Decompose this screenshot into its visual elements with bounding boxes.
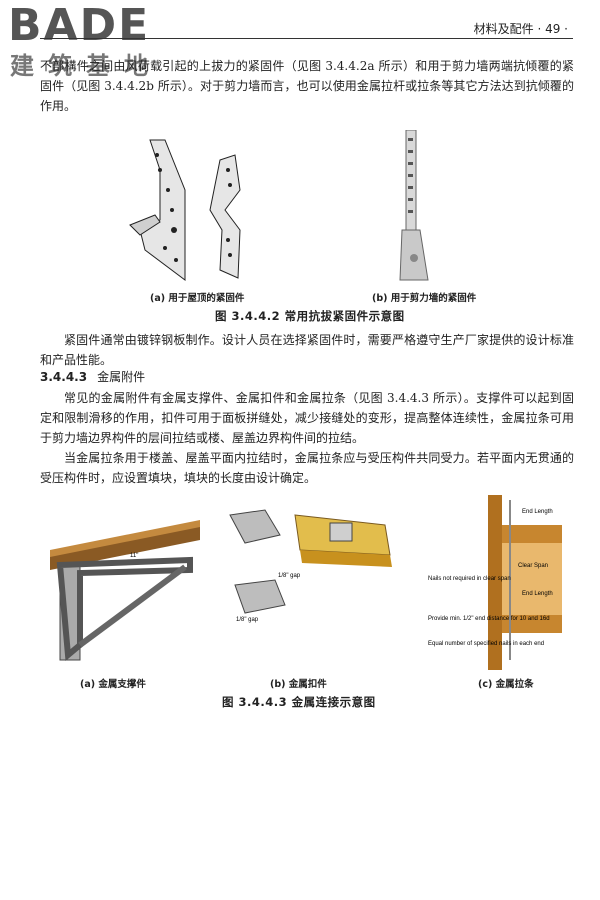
clear-span-label: Clear Span (518, 563, 548, 569)
roof-fastener-right (209, 154, 241, 279)
figure-3443-sub-c: (c) 金属拉条 (478, 679, 534, 690)
figure-3443-illustration: 11" 1/8" gap 1/8" gap End Length Clear S… (50, 495, 562, 670)
header-rule (40, 38, 573, 39)
gap-label-2: 1/8" gap (236, 617, 259, 623)
section-title: 金属附件 (97, 370, 146, 384)
paragraph-2: 紧固件通常由镀锌钢板制作。设计人员在选择紧固件时，需要严格遵守生产厂家提供的设计… (40, 330, 574, 370)
bracket-dimension-label: 11" (130, 553, 138, 559)
roof-fastener-left (129, 139, 186, 281)
intro-paragraph: 不部構件之间由风荷载引起的上拔力的紧固件（见图 3.4.4.2a 所示）和用于剪… (40, 56, 574, 116)
figure-3442-sub-b: (b) 用于剪力墙的紧固件 (372, 293, 477, 304)
shearwall-fastener (399, 130, 429, 281)
paragraph-3: 常见的金属附件有金属支撑件、金属扣件和金属拉条（见图 3.4.4.3 所示）。支… (40, 388, 574, 488)
metal-bracket: 11" (50, 520, 200, 661)
logo-chinese: 建筑基地 (10, 52, 162, 80)
paragraph-2-text: 紧固件通常由镀锌钢板制作。设计人员在选择紧固件时，需要严格遵守生产厂家提供的设计… (40, 333, 574, 367)
gap-label-1: 1/8" gap (278, 573, 301, 579)
end-length-label-2: End Length (522, 591, 553, 597)
equal-note: Equal number of specified nails in each … (428, 641, 544, 647)
figure-3442-sub-a: (a) 用于屋顶的紧固件 (150, 293, 245, 304)
paragraph-4-text: 当金属拉条用于楼盖、屋盖平面内拉结时，金属拉条应与受压构件共同受力。若平面内无贯… (40, 451, 574, 485)
figure-3443-caption: 图 3.4.4.3 金属连接示意图 (222, 695, 376, 709)
figure-3443-sub-a: (a) 金属支撑件 (80, 679, 146, 690)
section-heading: 3.4.4.3 金属附件 (40, 368, 155, 385)
nails-note: Nails not required in clear span (428, 576, 511, 582)
paragraph-3-text: 常见的金属附件有金属支撑件、金属扣件和金属拉条（见图 3.4.4.3 所示）。支… (40, 391, 574, 445)
page-header-title: 材料及配件 · 49 · (473, 22, 568, 36)
panel-clips: 1/8" gap 1/8" gap (229, 509, 392, 623)
figure-3442-illustration (129, 130, 429, 281)
figure-3442-caption: 图 3.4.4.2 常用抗拔紧固件示意图 (215, 309, 405, 323)
logo-bade: BADE (8, 0, 151, 51)
section-number: 3.4.4.3 (40, 370, 88, 384)
figure-3443-sub-b: (b) 金属扣件 (270, 679, 327, 690)
provide-note: Provide min. 1/2" end distance for 10 an… (428, 616, 550, 622)
end-length-label-1: End Length (522, 509, 553, 515)
intro-text: 不部構件之间由风荷载引起的上拔力的紧固件（见图 3.4.4.2a 所示）和用于剪… (40, 59, 574, 113)
metal-strap: End Length Clear Span End Length Nails n… (428, 495, 562, 670)
